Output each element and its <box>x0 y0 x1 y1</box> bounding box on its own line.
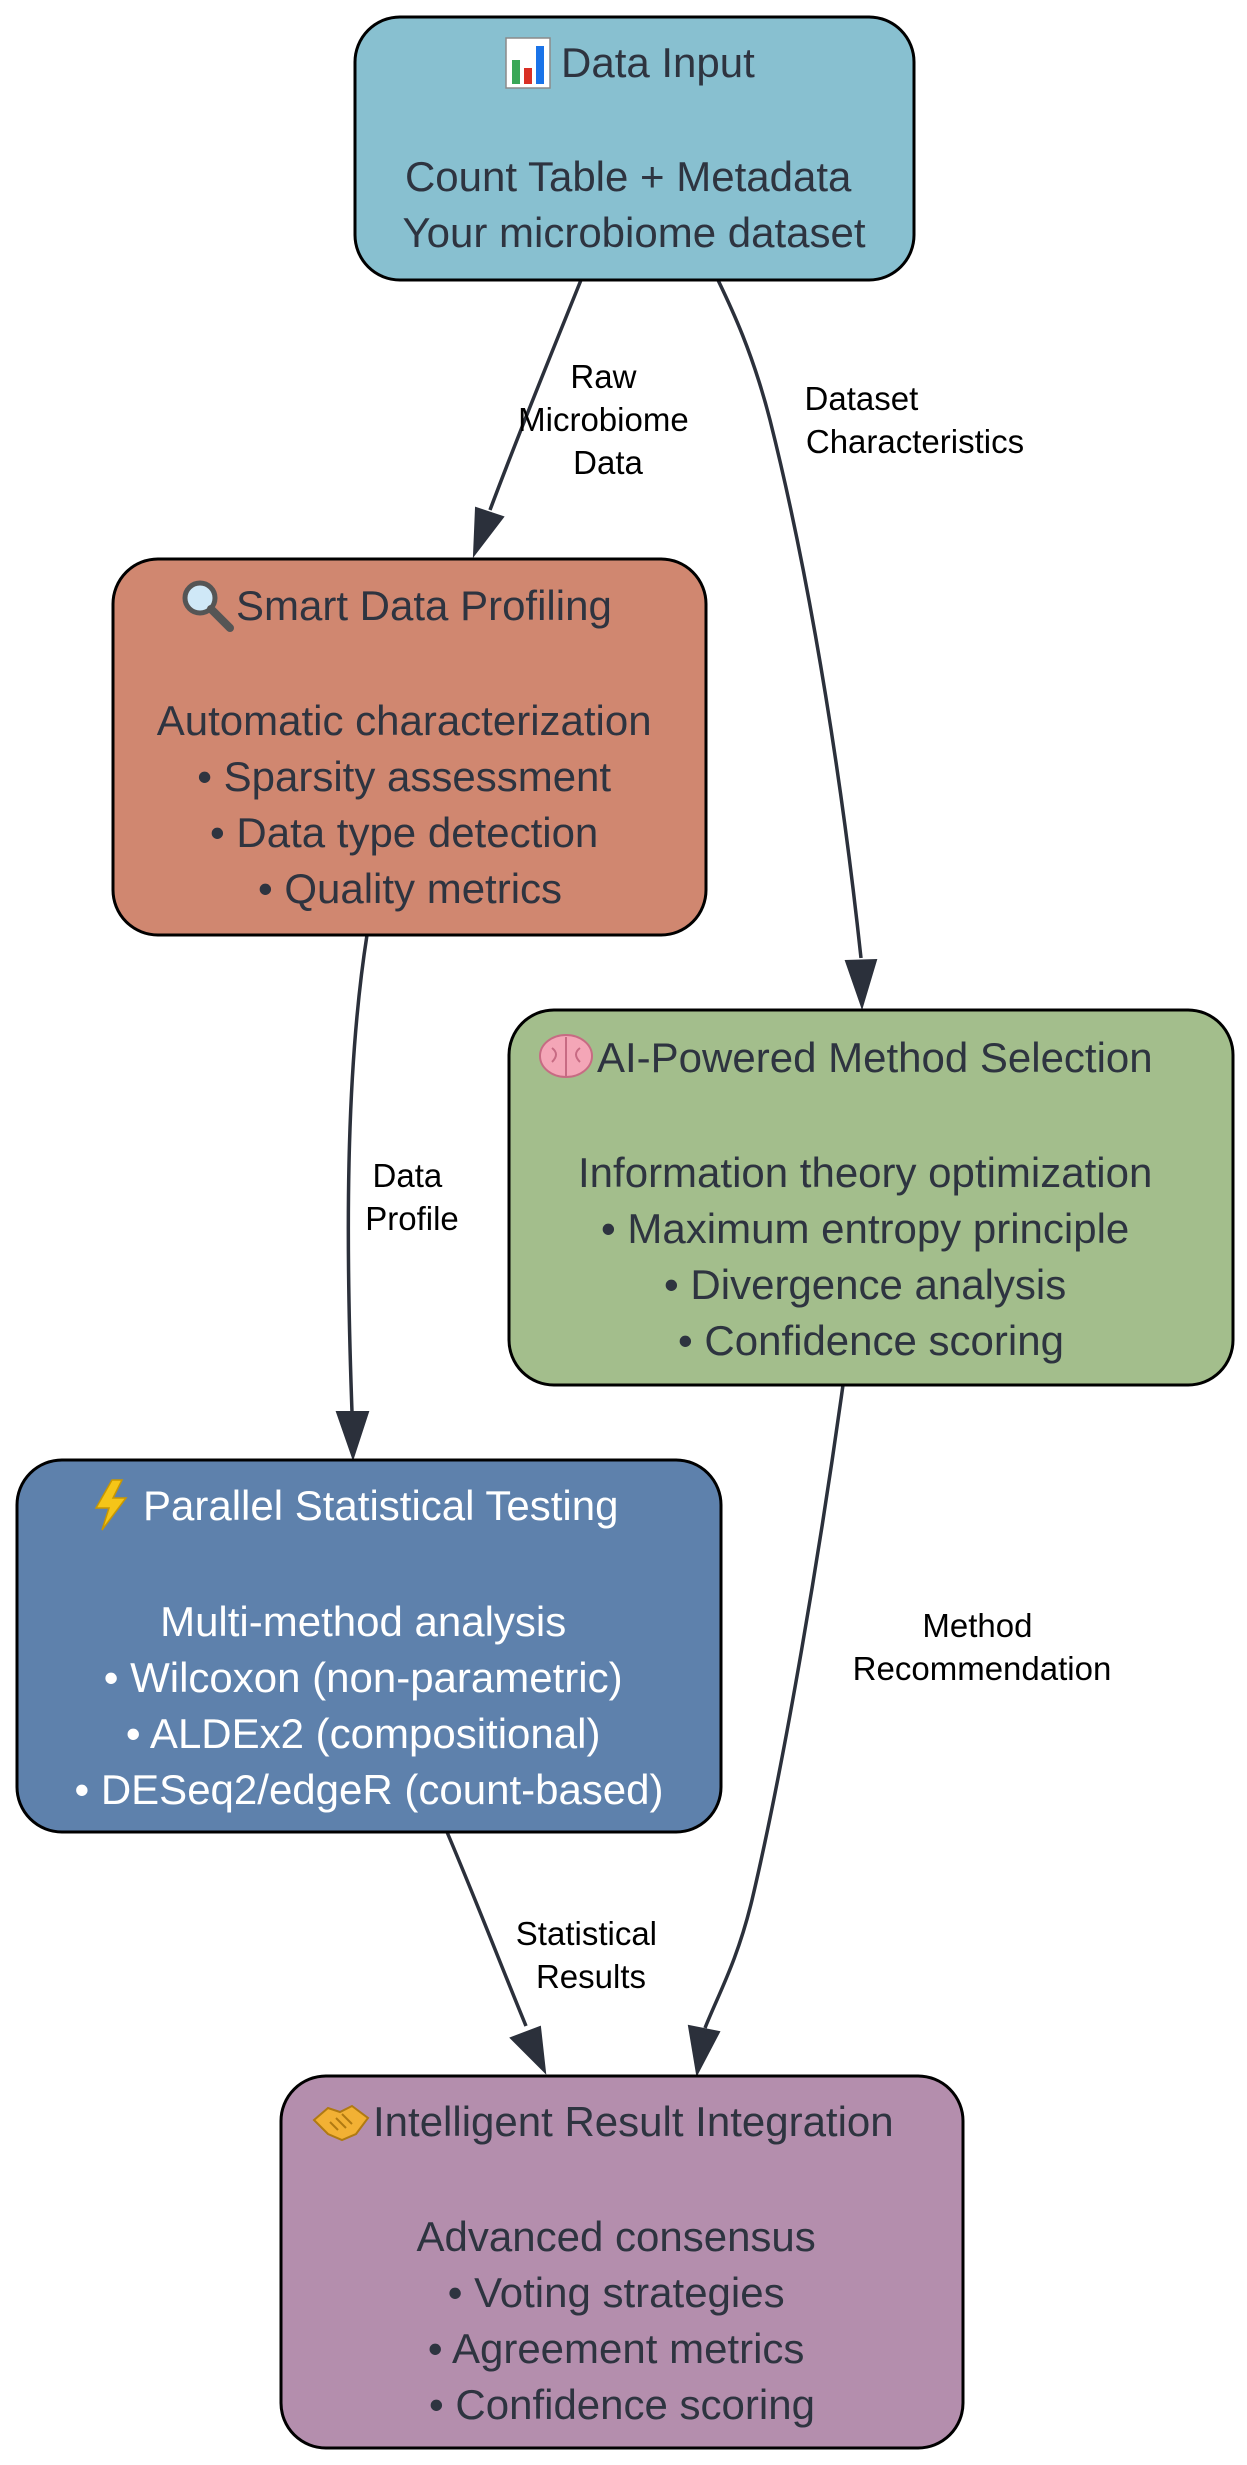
bar-chart-icon <box>505 37 551 89</box>
lightning-icon <box>94 1479 128 1531</box>
edge-input-to-profiling: Raw Microbiome Data <box>472 279 698 559</box>
edge-label: Statistical Results <box>516 1915 666 1995</box>
magnifier-icon <box>182 580 234 632</box>
node-box <box>507 1008 1235 1387</box>
node-text: Multi-method analysis • Wilcoxon (non-pa… <box>74 1598 663 1813</box>
edge-selection-to-integration: Method Recommendation <box>687 1384 1112 2078</box>
arrowhead <box>509 2025 547 2075</box>
arrowhead <box>844 958 878 1011</box>
brain-icon <box>539 1034 593 1078</box>
node-intelligent-result-integration: Intelligent Result Integration Advanced … <box>279 2074 965 2450</box>
arrowhead <box>335 1411 370 1462</box>
node-title: Smart Data Profiling <box>236 582 612 629</box>
edge-label: Raw Microbiome Data <box>518 358 698 481</box>
node-title: Data Input <box>561 39 755 86</box>
node-ai-method-selection: AI-Powered Method Selection Information … <box>507 1008 1235 1387</box>
node-title: Intelligent Result Integration <box>373 2098 894 2145</box>
handshake-icon <box>312 2104 370 2142</box>
node-box <box>15 1458 723 1834</box>
arrowhead <box>472 506 505 559</box>
node-text: Advanced consensus • Voting strategies •… <box>417 2213 828 2428</box>
node-box <box>279 2074 965 2450</box>
node-text: Count Table + Metadata Your microbiome d… <box>402 153 865 256</box>
node-data-input: Data Input Count Table + Metadata Your m… <box>353 15 916 282</box>
node-text: Information theory optimization • Maximu… <box>578 1149 1164 1364</box>
node-title: Parallel Statistical Testing <box>143 1482 618 1529</box>
node-box <box>111 557 708 937</box>
edge-label: Method Recommendation <box>853 1607 1112 1687</box>
node-parallel-statistical-testing: Parallel Statistical Testing Multi-metho… <box>15 1458 723 1834</box>
edge-input-to-selection: Dataset Characteristics <box>716 279 1025 1011</box>
node-smart-data-profiling: Smart Data Profiling Automatic character… <box>111 557 708 937</box>
edge-label: Dataset Characteristics <box>805 380 1025 460</box>
edge-profiling-to-testing: Data Profile <box>335 934 459 1462</box>
arrowhead <box>687 2024 721 2078</box>
node-text: Automatic characterization • Sparsity as… <box>157 697 664 912</box>
edge-label: Data Profile <box>365 1157 459 1237</box>
node-box <box>353 15 916 282</box>
edge-testing-to-integration: Statistical Results <box>445 1831 666 2075</box>
node-title: AI-Powered Method Selection <box>597 1034 1153 1081</box>
